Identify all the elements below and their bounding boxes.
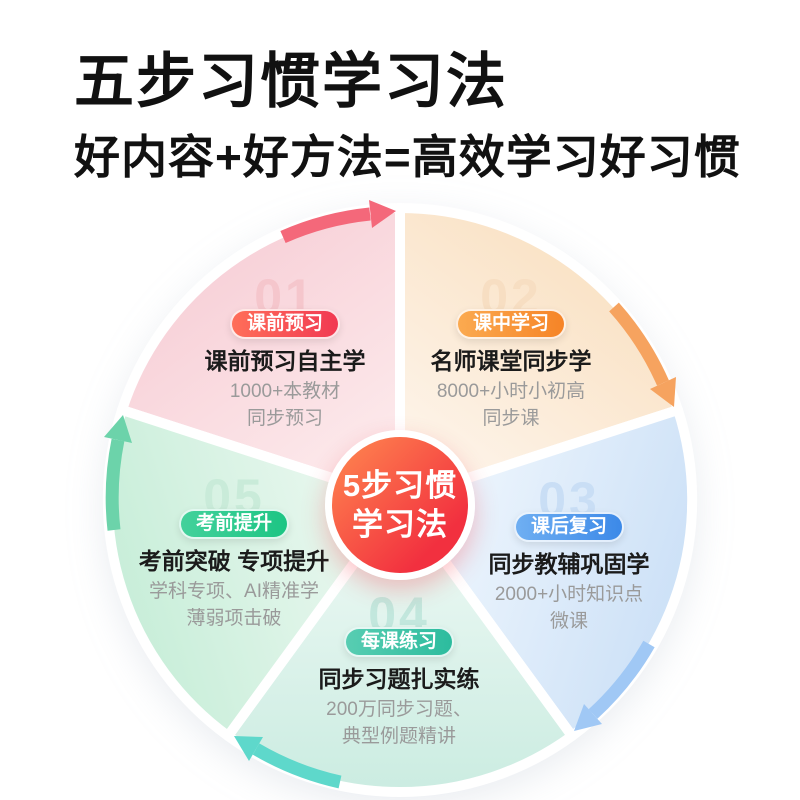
page-subtitle: 好内容+好方法=高效学习好习惯 — [74, 131, 741, 183]
step-5-badge: 考前提升 — [178, 509, 290, 539]
step-4-description: 200万同步习题、 典型例题精讲 — [326, 699, 472, 747]
arrowhead-icon — [369, 200, 396, 228]
center-line2: 学习法 — [352, 507, 448, 542]
step-2-description: 8000+小时小初高 同步课 — [436, 381, 586, 429]
arrow-step2-to-step3 — [609, 302, 676, 407]
arrow-step3-to-step4 — [574, 640, 655, 731]
step-1-title: 课前预习自主学 — [204, 348, 366, 374]
step-2-title: 名师课堂同步学 — [430, 348, 592, 374]
step-3-badge: 课后复习 — [513, 512, 625, 542]
step-2-badge: 课中学习 — [455, 309, 567, 339]
step-4-title: 同步习题扎实练 — [318, 666, 480, 692]
arrow-step4-to-step5 — [234, 736, 342, 789]
arrowhead-icon — [234, 736, 263, 761]
step-5-description: 学科专项、AI精准学 薄弱项击破 — [149, 581, 319, 629]
arrow-step5-to-step1 — [104, 415, 132, 531]
page-title: 五步习惯学习法 — [74, 48, 508, 115]
step-3-title: 同步教辅巩固学 — [488, 551, 650, 577]
center-line1: 5步习惯 — [342, 468, 458, 503]
arrowhead-icon — [574, 704, 602, 731]
step-5-title: 考前突破 专项提升 — [138, 548, 330, 574]
step-3-description: 2000+小时知识点 微课 — [494, 584, 644, 632]
arrowhead-icon — [650, 377, 676, 407]
center-method-circle: 5步习惯 学习法 — [325, 430, 475, 580]
arrowhead-icon — [104, 415, 132, 443]
step-4-badge: 每课练习 — [343, 627, 455, 657]
arrow-step1-to-step2 — [280, 200, 396, 243]
step-1-badge: 课前预习 — [229, 309, 341, 339]
step-1-description: 1000+本教材 同步预习 — [229, 381, 341, 429]
